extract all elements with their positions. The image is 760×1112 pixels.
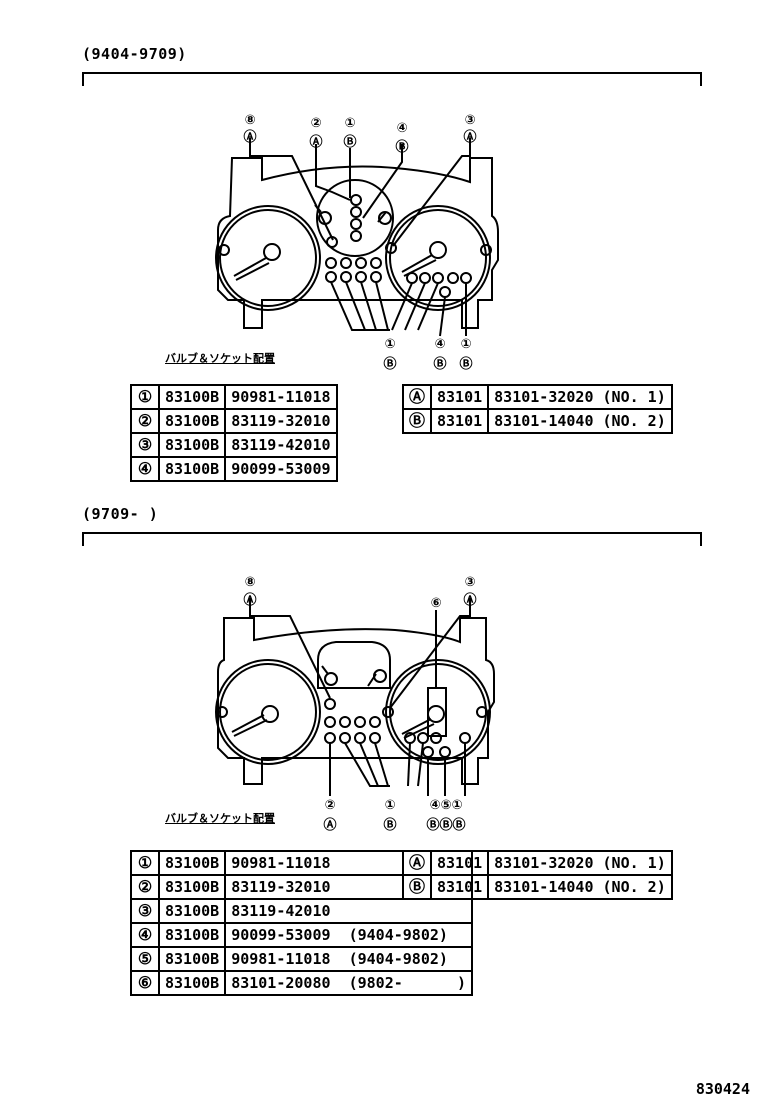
callout-bottom-1-num: ①	[384, 337, 395, 352]
cluster-diagram-2: ⑧ Ⓐ ⑥ ③ Ⓐ ② Ⓐ ① Ⓑ ④⑤① ⒷⒷⒷ	[215, 575, 495, 833]
callout-top-1-num: ⑧	[244, 575, 255, 590]
callout-top-3-num: ③	[464, 575, 475, 590]
callout-top-1-letter: Ⓐ	[243, 129, 256, 145]
caption-bulb-socket-2: バルブ＆ソケット配置	[165, 812, 275, 825]
cluster-diagram-1: ⑧ Ⓐ ② Ⓐ ① Ⓑ ④ Ⓑ ③ Ⓐ ① Ⓑ ④ Ⓑ ① Ⓑ	[215, 113, 499, 372]
section-bracket-1	[82, 72, 702, 86]
callout-bottom-3-num: ①	[460, 337, 471, 352]
callout-top-1-num: ⑧	[244, 113, 255, 128]
section-bracket-2	[82, 532, 702, 546]
figure-number: 830424	[695, 1080, 750, 1098]
callout-top-3-letter: Ⓐ	[463, 592, 476, 608]
callout-top-1-letter: Ⓐ	[243, 592, 256, 608]
callout-top-2-letter: Ⓐ	[309, 134, 322, 150]
callout-bottom-2-letter: Ⓑ	[433, 356, 446, 372]
callout-top-4-letter: Ⓑ	[395, 139, 408, 155]
callout-bottom-1-letter: Ⓐ	[323, 817, 336, 833]
callout-top-5-letter: Ⓐ	[463, 129, 476, 145]
callout-top-2-num: ②	[310, 116, 321, 131]
callout-bottom-2-num: ①	[384, 798, 395, 813]
callout-top-3-num: ①	[344, 116, 355, 131]
callout-bottom-1-letter: Ⓑ	[383, 356, 396, 372]
callout-bottom-2-letter: Ⓑ	[383, 817, 396, 833]
caption-bulb-socket-1: バルブ＆ソケット配置	[165, 352, 275, 365]
callout-bottom-2-num: ④	[434, 337, 445, 352]
callout-bottom-3-letter: Ⓑ	[459, 356, 472, 372]
callout-bottom-3-letter: ⒷⒷⒷ	[426, 817, 465, 833]
period-label-1: (9404-9709)	[82, 45, 187, 63]
callout-top-5-num: ③	[464, 113, 475, 128]
callout-top-3-letter: Ⓑ	[343, 134, 356, 150]
callout-top-2-num: ⑥	[430, 596, 441, 611]
callout-bottom-1-num: ②	[324, 798, 335, 813]
callout-bottom-3-num: ④⑤①	[429, 798, 462, 813]
callout-top-4-num: ④	[396, 121, 407, 136]
period-label-2: (9709- )	[82, 505, 159, 523]
